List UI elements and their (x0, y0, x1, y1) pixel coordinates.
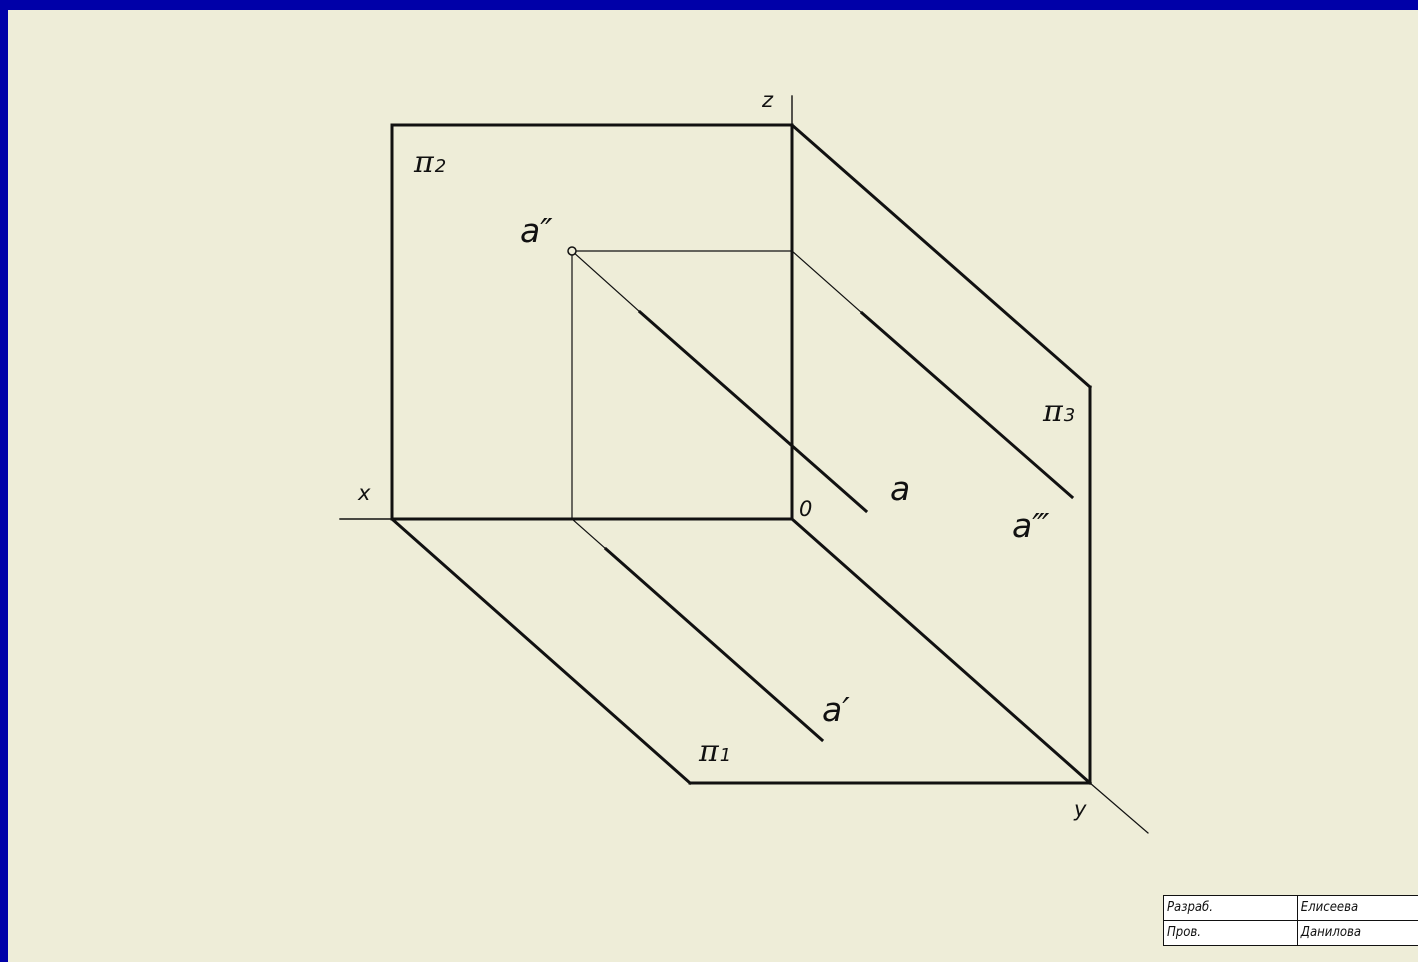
projection-diagram: x z y 0 π2 π1 π3 a″ a a‴ a′ (339, 88, 1149, 834)
origin-label: 0 (799, 497, 812, 521)
line-a-space (637, 309, 869, 514)
title-block-name: Данилова (1296, 920, 1418, 946)
x-axis-label: x (357, 481, 371, 505)
title-block-role: Разраб. (1163, 895, 1298, 921)
oy-edge (789, 516, 1093, 786)
y-axis-label: y (1073, 797, 1087, 821)
title-block: Разраб. Елисеева Пров. Данилова (1163, 895, 1418, 946)
z-axis-label: z (761, 88, 774, 112)
construction-line-space (571, 250, 641, 313)
horizontal-plane-label: π1 (698, 734, 731, 769)
title-block-row: Пров. Данилова (1163, 920, 1418, 946)
line-a-profile-projection (859, 310, 1075, 500)
frontal-projection-label: a″ (520, 211, 553, 250)
construction-line-horizontal-proj (571, 518, 607, 550)
title-block-name: Елисеева (1296, 895, 1418, 921)
profile-projection-label: a‴ (1012, 506, 1049, 545)
horizontal-projection-label: a′ (822, 690, 850, 729)
profile-plane-label: π3 (1042, 394, 1075, 429)
point-a-frontal-projection (567, 246, 577, 256)
construction-line-profile (791, 250, 863, 314)
title-block-role: Пров. (1163, 920, 1298, 946)
drawing-sheet: x z y 0 π2 π1 π3 a″ a a‴ a′ (8, 10, 1418, 962)
line-a-horizontal-projection (603, 546, 825, 743)
horizontal-plane-edge-left (389, 516, 693, 786)
frontal-plane-label: π2 (413, 145, 446, 180)
frontal-plane-outline (390, 123, 794, 521)
title-block-row: Разраб. Елисеева (1163, 895, 1418, 921)
space-line-label: a (890, 469, 910, 508)
profile-plane-edge-top (789, 122, 1093, 390)
y-axis-line (1089, 782, 1149, 834)
